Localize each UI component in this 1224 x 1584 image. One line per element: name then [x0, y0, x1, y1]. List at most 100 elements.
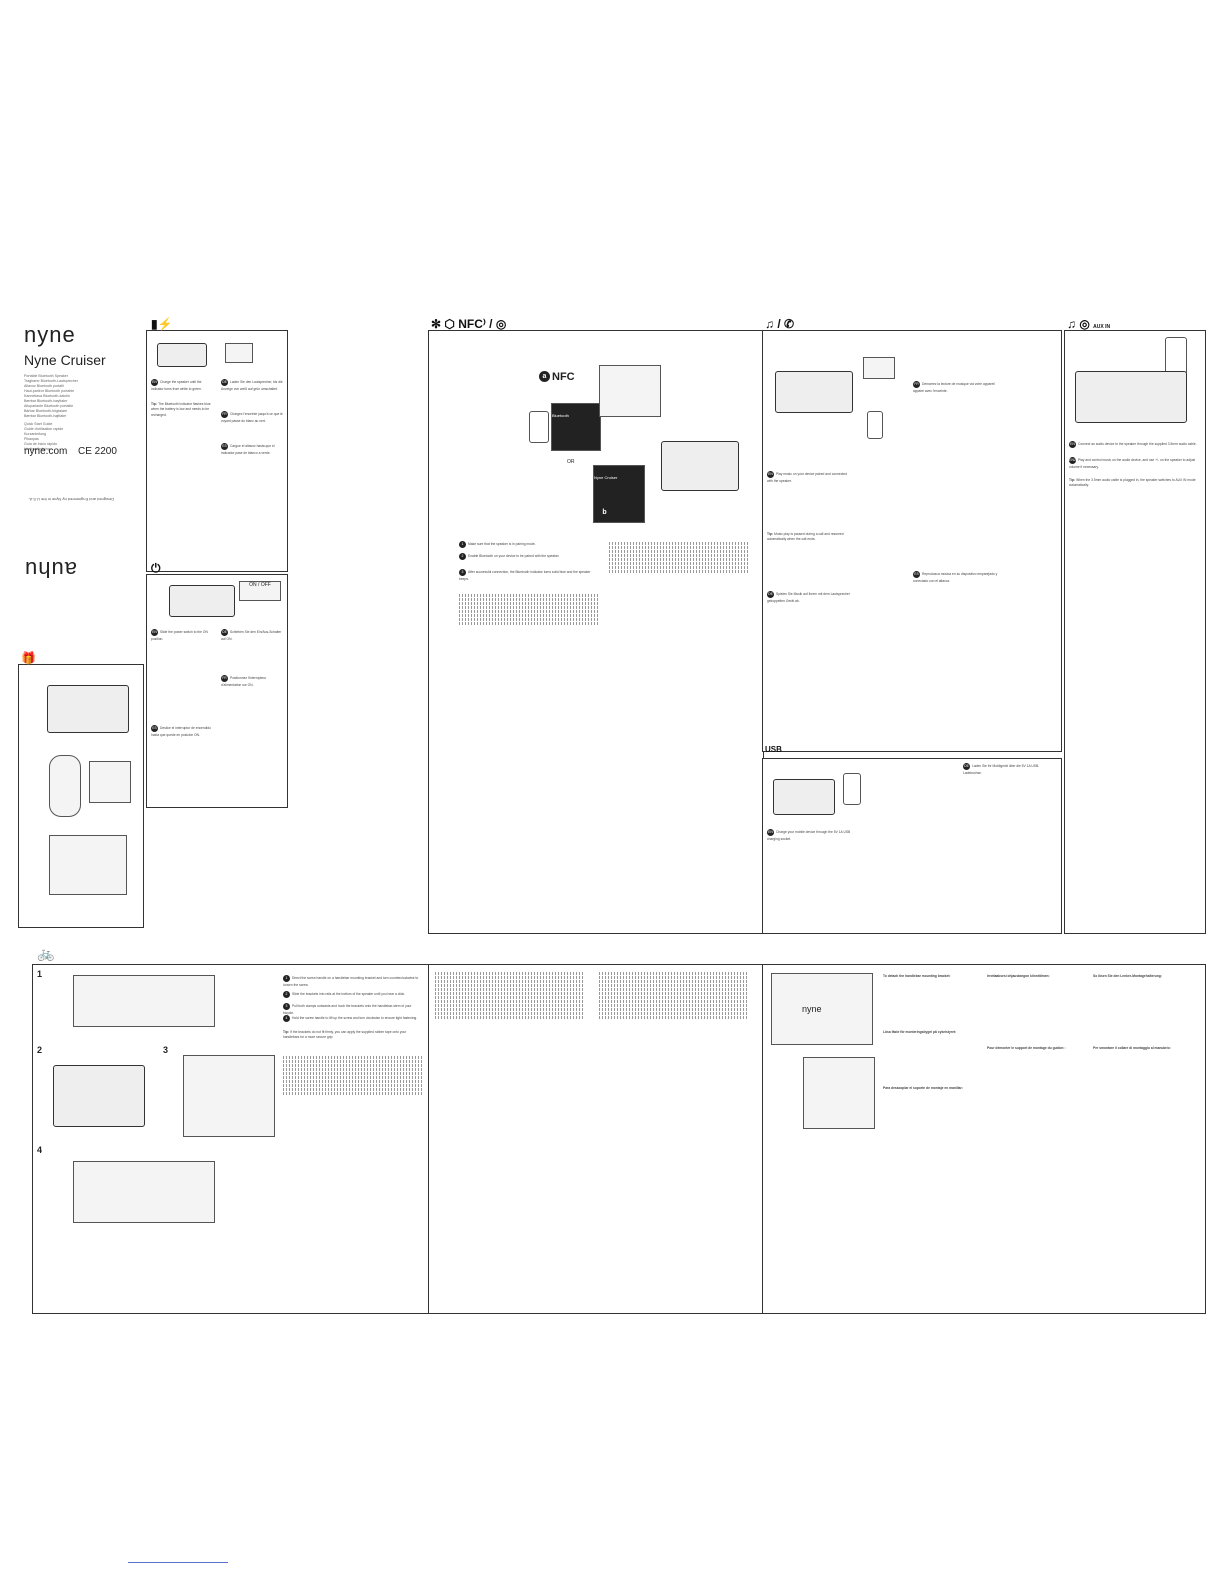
- guide-item: Guía de inicio rápido: [24, 442, 57, 446]
- pairing-text-filler: [459, 593, 599, 626]
- switch-callout: ON / OFF: [239, 581, 281, 601]
- step-badge: ES: [913, 571, 920, 578]
- speaker-illustration: [169, 585, 235, 617]
- nfc-header-icon: ✻ ⬡ NFC⁾ / ◎: [431, 317, 507, 331]
- step-badge: 4: [283, 1015, 290, 1022]
- phone-illustration: [867, 411, 883, 439]
- step-text: Charge the speaker until the indicator t…: [151, 380, 202, 391]
- guide-item: Quick Start Guide: [24, 422, 53, 426]
- step-badge: 1: [283, 975, 290, 982]
- detach-title: Lösa fäste för monteringsbygel på cykels…: [883, 1030, 957, 1034]
- language-item: Altavoz Bluetooth portátil: [24, 384, 64, 388]
- detach-illustration-2: [803, 1057, 875, 1129]
- bicycle-illustration: [183, 1055, 275, 1137]
- charge-tip: Tip: The Bluetooth indicator flashes blu…: [151, 401, 213, 417]
- step-badge: FR: [913, 381, 920, 388]
- music-player-illustration: [1165, 337, 1187, 375]
- step-badge: DE: [767, 591, 774, 598]
- tip-text: If the brackets do not fit firmly, you c…: [283, 1030, 407, 1040]
- mirror-logo: auhu: [24, 557, 77, 582]
- speaker-illustration: [157, 343, 207, 367]
- speaker-illustration: [775, 371, 853, 413]
- tip-text: Music play is paused during a call and r…: [767, 532, 844, 542]
- language-item: Altoparlante Bluetooth portatile: [24, 404, 74, 408]
- or-label: OR: [567, 459, 575, 465]
- step-text: Chargez l'enceinte jusqu'à ce que le voy…: [221, 412, 283, 423]
- step-badge: FR: [221, 675, 228, 682]
- figure-label: 4: [37, 1145, 43, 1155]
- badge-b-circle: b: [599, 507, 610, 518]
- aux-tip: Tip: When the 3.5mm audio cable is plugg…: [1069, 477, 1199, 488]
- language-item: Bärbar Bluetooth-högtalare: [24, 409, 68, 413]
- step-badge: EN: [767, 829, 774, 836]
- bike-text-panel: [428, 964, 764, 1314]
- detach-title: Irrottaaksesi ohjaustangon kiinnittimen:: [987, 974, 1050, 978]
- step-text: Play music on your device paired and con…: [767, 472, 847, 483]
- step-text: Slide the power switch to the ON positio…: [151, 630, 208, 641]
- language-item: Haut-parleur Bluetooth portable: [24, 389, 75, 393]
- step-text: Hold the screw handle to lift up the scr…: [292, 1016, 418, 1020]
- speaker-illustration: [773, 779, 835, 815]
- nfc-header-text: NFC: [458, 317, 483, 331]
- step-text: Positionnez l'interrupteur d'alimentatio…: [221, 676, 267, 687]
- music-tip: Tip: Music play is paused during a call …: [767, 531, 853, 542]
- tip-label: Tip:: [1069, 478, 1075, 482]
- step-text: Laden Sie Ihr Mobilgerät über die 5V 1A …: [963, 764, 1040, 775]
- step-text: Play and control music on the audio devi…: [1069, 458, 1196, 469]
- step-badge: 1: [459, 541, 466, 548]
- phone-illustration: [843, 773, 861, 805]
- tip-label: Tip:: [283, 1030, 289, 1034]
- language-item: Bærbar Bluetooth-høyttaler: [24, 399, 68, 403]
- bluetooth-label: Bluetooth: [552, 413, 569, 418]
- detach-title-en: To detach the handlebar mounting bracket…: [883, 973, 979, 978]
- tip-label: Tip:: [151, 402, 157, 406]
- bike-text-filler: [283, 1055, 423, 1096]
- ce-mark: CE 2200: [78, 446, 117, 457]
- nfc-badge-a: a: [539, 371, 550, 382]
- language-list: Portable Bluetooth Speaker Tragbarer Blu…: [24, 374, 144, 452]
- pairing-text-filler-right: [609, 541, 749, 574]
- language-item: Kannettava Bluetooth-kaiutin: [24, 394, 70, 398]
- step-badge: EN2: [1069, 457, 1076, 464]
- detach-title: Pour démonter le support de montage du g…: [987, 1046, 1066, 1050]
- step-text: Laden Sie den Lautsprecher, bis die Anze…: [221, 380, 283, 391]
- bracket-illustration: [73, 975, 215, 1027]
- brand-column: nyne Nyne Cruiser Portable Bluetooth Spe…: [18, 316, 146, 934]
- step-badge: DE: [963, 763, 970, 770]
- step-text: Make sure that the speaker is in pairing…: [468, 542, 536, 546]
- manual-sheet: nyne Nyne Cruiser Portable Bluetooth Spe…: [18, 316, 1206, 1368]
- brand-logo: nyne: [24, 322, 76, 347]
- footer-link-underline: [128, 1562, 228, 1563]
- step-text: Cargue el altavoz hasta que el indicador…: [221, 444, 275, 455]
- detach-title-de: So lösen Sie den Lenker-Montagehalterung…: [1093, 973, 1193, 978]
- bike-tip: Tip: If the brackets do not fit firmly, …: [283, 1029, 423, 1040]
- aux-header-icon: ♫ ◎ AUX IN: [1067, 317, 1111, 331]
- language-item: Bærbar Bluetooth-højttaler: [24, 414, 67, 418]
- cable-illustration: [49, 755, 81, 817]
- laptop-illustration: [863, 357, 895, 379]
- speaker-illustration: [47, 685, 129, 733]
- step-badge: 3: [283, 1003, 290, 1010]
- step-badge: 3: [459, 569, 466, 576]
- step-badge: EN: [1069, 441, 1076, 448]
- usb-header: USB: [765, 745, 782, 754]
- step-text: Reproduzca música en su dispositivo empa…: [913, 572, 998, 583]
- step-badge: DE: [221, 629, 228, 636]
- gift-icon: 🎁: [21, 651, 36, 665]
